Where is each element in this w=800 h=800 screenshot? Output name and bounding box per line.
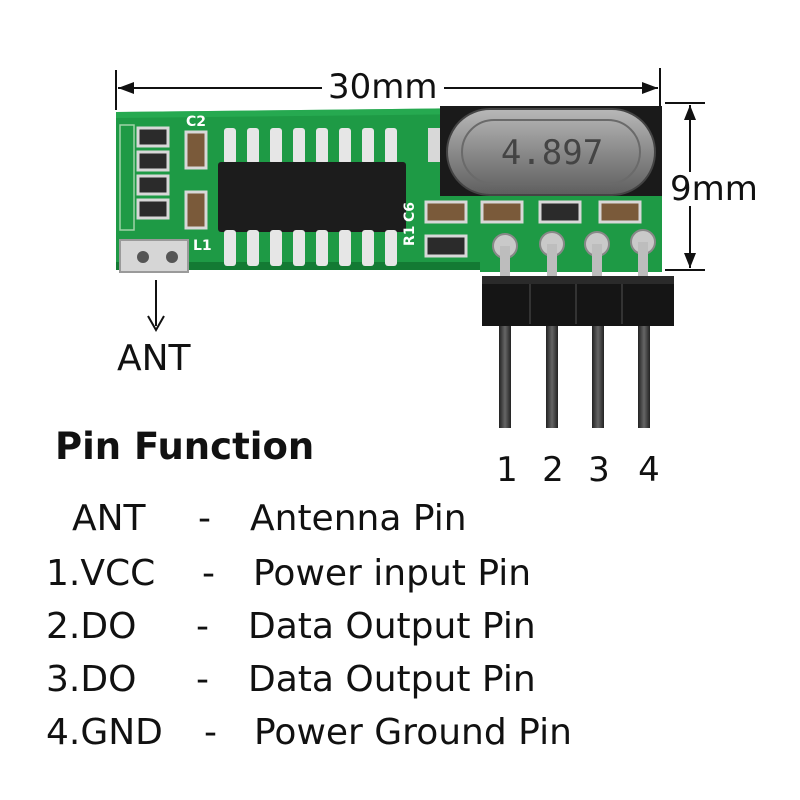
antenna-pad [119,239,189,273]
header-solder-pads [492,229,656,276]
silk-c2: C2 [186,114,206,130]
smd-components-left [119,124,208,231]
antenna-arrow [147,280,165,333]
pin-name: 4.GND [46,712,163,753]
antenna-label: ANT [117,338,191,379]
ic-pin [270,128,282,164]
ic-pin [247,230,259,266]
pin-function-row: 3.DO - Data Output Pin [0,659,800,705]
pin-name: ANT [72,498,146,539]
crystal-oscillator: 4.897 [440,106,662,196]
pin-function-row: 1.VCC - Power input Pin [0,553,800,599]
ic-pin [339,230,351,266]
pin-number-3: 3 [588,450,610,490]
pin-function-row: ANT - Antenna Pin [0,498,800,544]
silk-r1: R1 [402,225,418,246]
ic-pin [270,230,282,266]
pin-dash: - [202,553,215,594]
ic-pin [316,128,328,164]
ic-pin [362,128,374,164]
ic-pin [385,128,397,164]
ic-pin [224,230,236,266]
ic-pin [247,128,259,164]
ic-pin [339,128,351,164]
height-dimension [665,102,705,271]
ic-pin [293,128,305,164]
silk-c6: C6 [402,202,418,222]
pin-dash: - [196,659,209,700]
pin-dash: - [196,606,209,647]
pin-function-row: 2.DO - Data Output Pin [0,606,800,652]
ic-pin [224,128,236,164]
height-label: 9mm [668,169,760,209]
header-pins [499,326,650,428]
pin-description: Antenna Pin [250,498,467,539]
ic-pin [316,230,328,266]
ic-pin [362,230,374,266]
pin-name: 3.DO [46,659,137,700]
width-label: 30mm [322,70,444,104]
pin-number-2: 2 [542,450,564,490]
crystal-marking: 4.897 [501,133,603,173]
smd-components-right [424,128,642,258]
pin-description: Data Output Pin [248,606,536,647]
pin-header [482,276,674,326]
pin-function-heading: Pin Function [55,425,315,468]
silk-l1: L1 [193,238,212,254]
pin-name: 1.VCC [46,553,156,594]
pin-description: Power Ground Pin [254,712,572,753]
pin-number-1: 1 [496,450,518,490]
ic-pin [385,230,397,266]
silkscreen-labels: C2 L1 R1 C6 [186,114,418,254]
pin-dash: - [198,498,211,539]
ic-pin [293,230,305,266]
pin-dash: - [204,712,217,753]
pin-description: Power input Pin [253,553,532,594]
ic-chip [218,128,406,266]
pin-name: 2.DO [46,606,137,647]
pin-description: Data Output Pin [248,659,536,700]
pin-number-4: 4 [638,450,660,490]
pin-function-row: 4.GND - Power Ground Pin [0,712,800,758]
